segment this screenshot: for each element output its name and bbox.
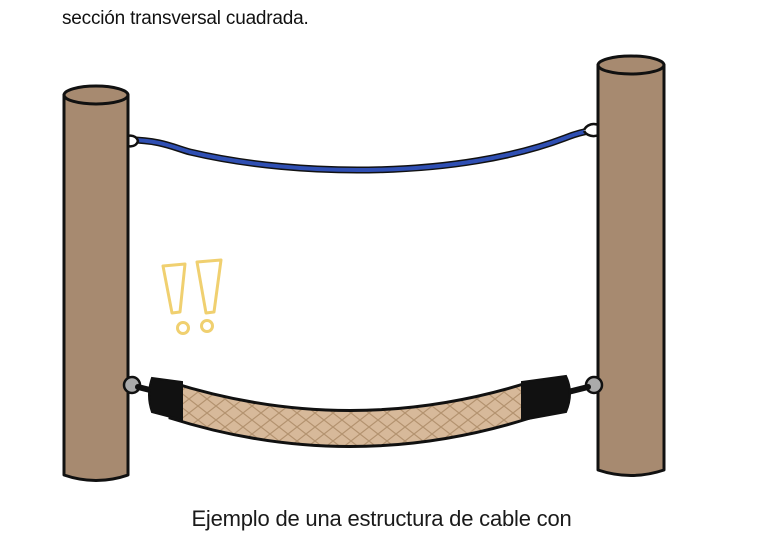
figure-caption: Ejemplo de una estructura de cable con [191,506,572,531]
top-text: sección transversal cuadrada. [62,8,309,29]
blue-cable [126,126,604,174]
braided-cable [168,379,532,448]
right-connector [565,384,591,395]
right-post [596,54,666,477]
left-sleeve [148,376,183,422]
double-exclamation-icon [161,258,223,335]
left-post [62,84,130,482]
right-sleeve [521,374,571,422]
